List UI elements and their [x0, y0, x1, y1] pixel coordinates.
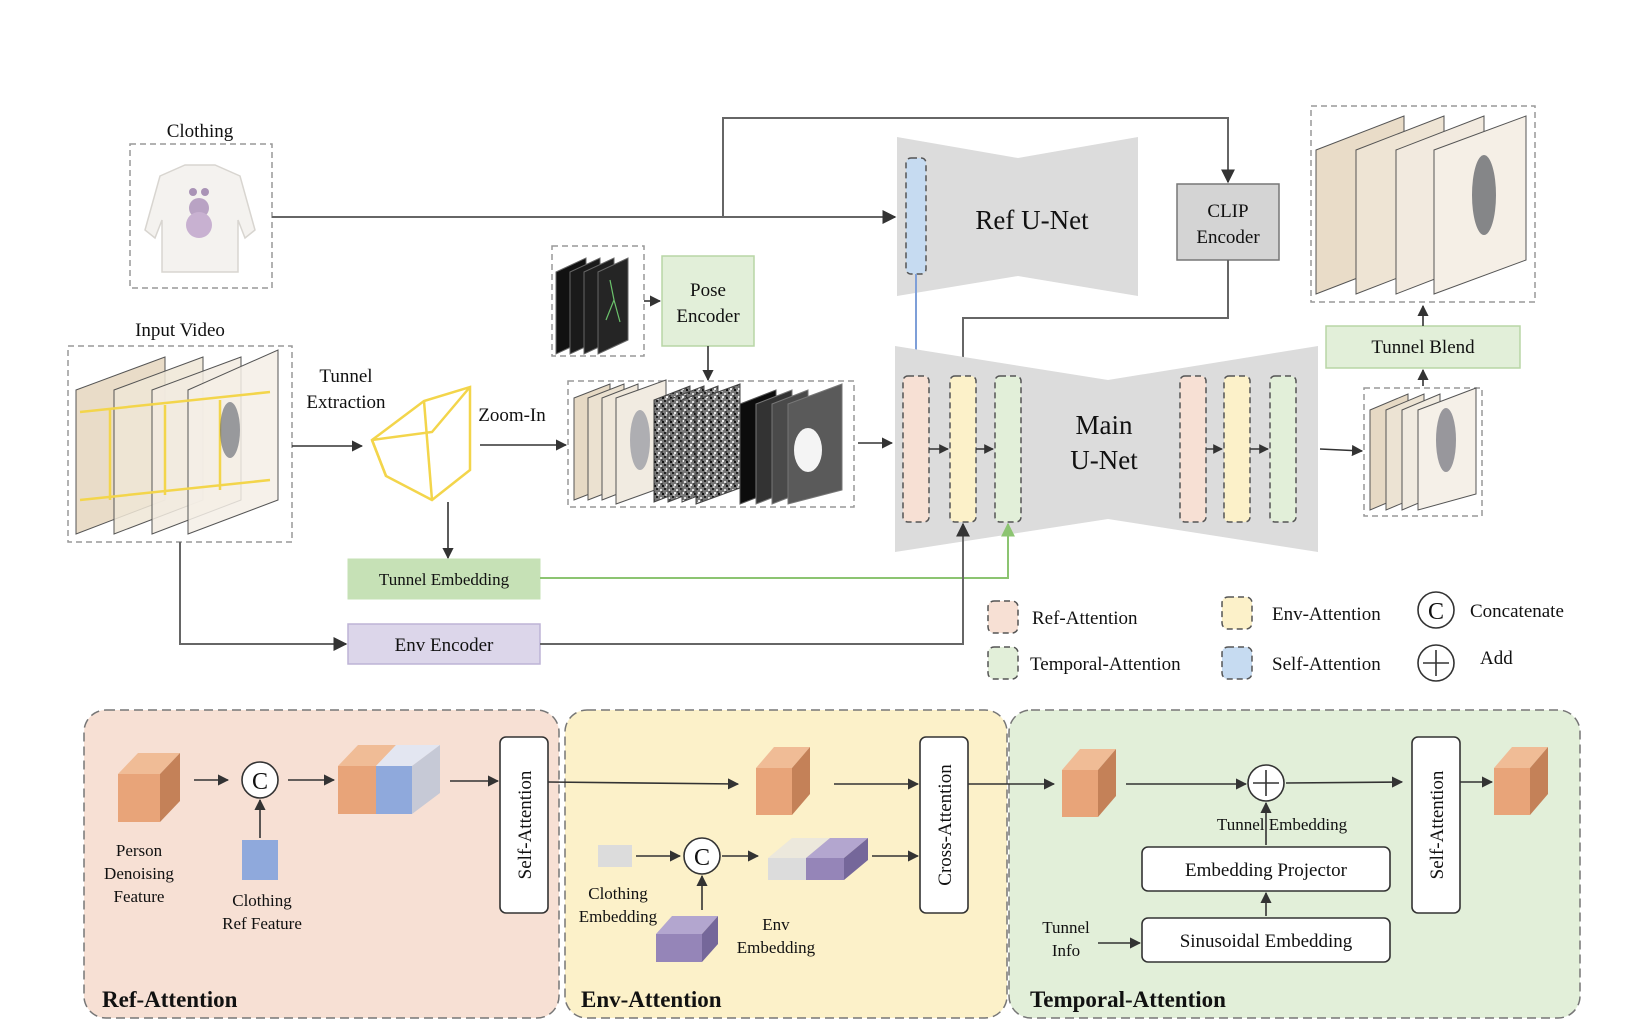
zoomed-frames: [567, 379, 855, 508]
clothing-label: Clothing: [167, 121, 234, 142]
env-attention-title: Env-Attention: [581, 987, 722, 1012]
clothing-embedding-block: [598, 845, 632, 867]
main-temporal-attention-block-left: [994, 375, 1022, 523]
env-concatenated-cube: [768, 838, 868, 880]
ref-unet-shape: [897, 137, 1138, 296]
tunnel-info-label-1: Tunnel: [1042, 918, 1090, 937]
clothing-ref-label-1: Clothing: [232, 891, 292, 910]
final-output-frames: [1310, 105, 1536, 303]
person-feature-cube: [118, 753, 180, 822]
env-embedding-cube: [656, 916, 718, 962]
tunnel-extraction-label-1: Tunnel: [319, 366, 372, 387]
cross-attention-label: Cross-Attention: [935, 764, 956, 886]
ref-concatenate-icon: [241, 761, 279, 799]
output-frames: [1363, 387, 1483, 517]
legend-temporal-swatch: [987, 646, 1019, 680]
env-encoder-label: Env Encoder: [395, 635, 494, 656]
clip-encoder-label-2: Encoder: [1196, 227, 1260, 248]
main-unet-blocks: [902, 375, 1297, 523]
input-video-label: Input Video: [135, 320, 225, 341]
main-env-attention-block-right: [1223, 375, 1251, 523]
clothing-ref-feature-square: [242, 840, 278, 880]
temporal-tunnel-embedding-label: Tunnel Embedding: [1217, 815, 1348, 834]
legend: Ref-Attention Temporal-Attention Env-Att…: [987, 591, 1564, 682]
tunnel-shape: [370, 385, 472, 502]
embedding-projector-label: Embedding Projector: [1185, 860, 1348, 881]
legend-temporal-label: Temporal-Attention: [1030, 654, 1181, 675]
zoom-in-label: Zoom-In: [478, 405, 546, 426]
env-input-cube: [756, 747, 810, 815]
input-video-frames: [67, 345, 293, 543]
main-unet-label-1: Main: [1076, 410, 1133, 440]
legend-concatenate-label: Concatenate: [1470, 601, 1564, 622]
ref-attention-panel: Person Denoising Feature C Clothing Ref …: [83, 709, 560, 1019]
pose-encoder-box: [661, 255, 755, 347]
temporal-self-attention-label: Self-Attention: [1427, 770, 1448, 879]
clothing-embedding-label-2: Embedding: [579, 907, 658, 926]
add-icon: [1417, 644, 1455, 682]
env-encoder-box: [347, 623, 541, 665]
main-ref-attention-block-left: [902, 375, 930, 523]
temporal-add-icon: [1247, 764, 1285, 802]
concatenate-icon: [1417, 591, 1455, 629]
person-feature-label-2: Denoising: [104, 864, 174, 883]
temporal-attention-panel: Tunnel Embedding Embedding Projector Sin…: [968, 709, 1581, 1019]
temporal-attention-title: Temporal-Attention: [1030, 987, 1226, 1012]
pose-encoder-label-1: Pose: [690, 280, 726, 301]
clothing-ref-label-2: Ref Feature: [222, 914, 302, 933]
main-env-attention-block-left: [949, 375, 977, 523]
ref-self-attention-box: [499, 736, 549, 914]
env-embedding-label-2: Embedding: [737, 938, 816, 957]
pose-encoder-label-2: Encoder: [676, 306, 740, 327]
ref-concat-symbol: C: [252, 769, 268, 795]
tunnel-info-label-2: Info: [1052, 941, 1080, 960]
pose-frames: [551, 245, 645, 357]
env-attention-panel: Clothing Embedding C Env Embedding Cross…: [547, 709, 1008, 1019]
env-embedding-label-1: Env: [762, 915, 790, 934]
tunnel-embedding-label: Tunnel Embedding: [379, 570, 510, 589]
legend-env-label: Env-Attention: [1272, 604, 1381, 625]
person-feature-label-3: Feature: [114, 887, 165, 906]
ref-unet-self-attention-block: [905, 157, 927, 275]
env-concat-symbol: C: [694, 845, 710, 871]
env-concatenate-icon: [683, 837, 721, 875]
temporal-output-cube: [1494, 747, 1548, 815]
concatenate-symbol: C: [1428, 599, 1444, 625]
ref-unet-label: Ref U-Net: [975, 205, 1089, 235]
clip-encoder-label-1: CLIP: [1207, 201, 1248, 222]
legend-ref-swatch: [987, 600, 1019, 634]
cross-attention-box: [919, 736, 969, 914]
main-temporal-attention-block-right: [1269, 375, 1297, 523]
main-unet-label-2: U-Net: [1070, 445, 1138, 475]
sinusoidal-embedding-label: Sinusoidal Embedding: [1180, 931, 1353, 952]
main-ref-attention-block-right: [1179, 375, 1207, 523]
legend-add-label: Add: [1480, 648, 1513, 669]
tunnel-blend-label: Tunnel Blend: [1371, 337, 1475, 358]
clothing-image: [129, 143, 273, 289]
tunnel-blend-box: [1325, 325, 1521, 369]
temporal-self-attention-box: [1411, 736, 1461, 914]
legend-self-label: Self-Attention: [1272, 654, 1381, 675]
sinusoidal-embedding-box: [1141, 917, 1391, 963]
tunnel-extraction-label-2: Extraction: [306, 392, 386, 413]
clothing-embedding-label-1: Clothing: [588, 884, 648, 903]
concatenated-feature-cube: [338, 745, 440, 814]
legend-env-swatch: [1221, 596, 1253, 630]
legend-self-swatch: [1221, 646, 1253, 680]
legend-ref-label: Ref-Attention: [1032, 608, 1138, 629]
person-feature-label-1: Person: [116, 841, 163, 860]
ref-attention-title: Ref-Attention: [102, 987, 238, 1012]
embedding-projector-box: [1141, 846, 1391, 892]
ref-self-attention-label: Self-Attention: [515, 770, 536, 879]
clip-encoder-box: [1176, 183, 1280, 261]
temporal-input-cube: [1062, 749, 1116, 817]
